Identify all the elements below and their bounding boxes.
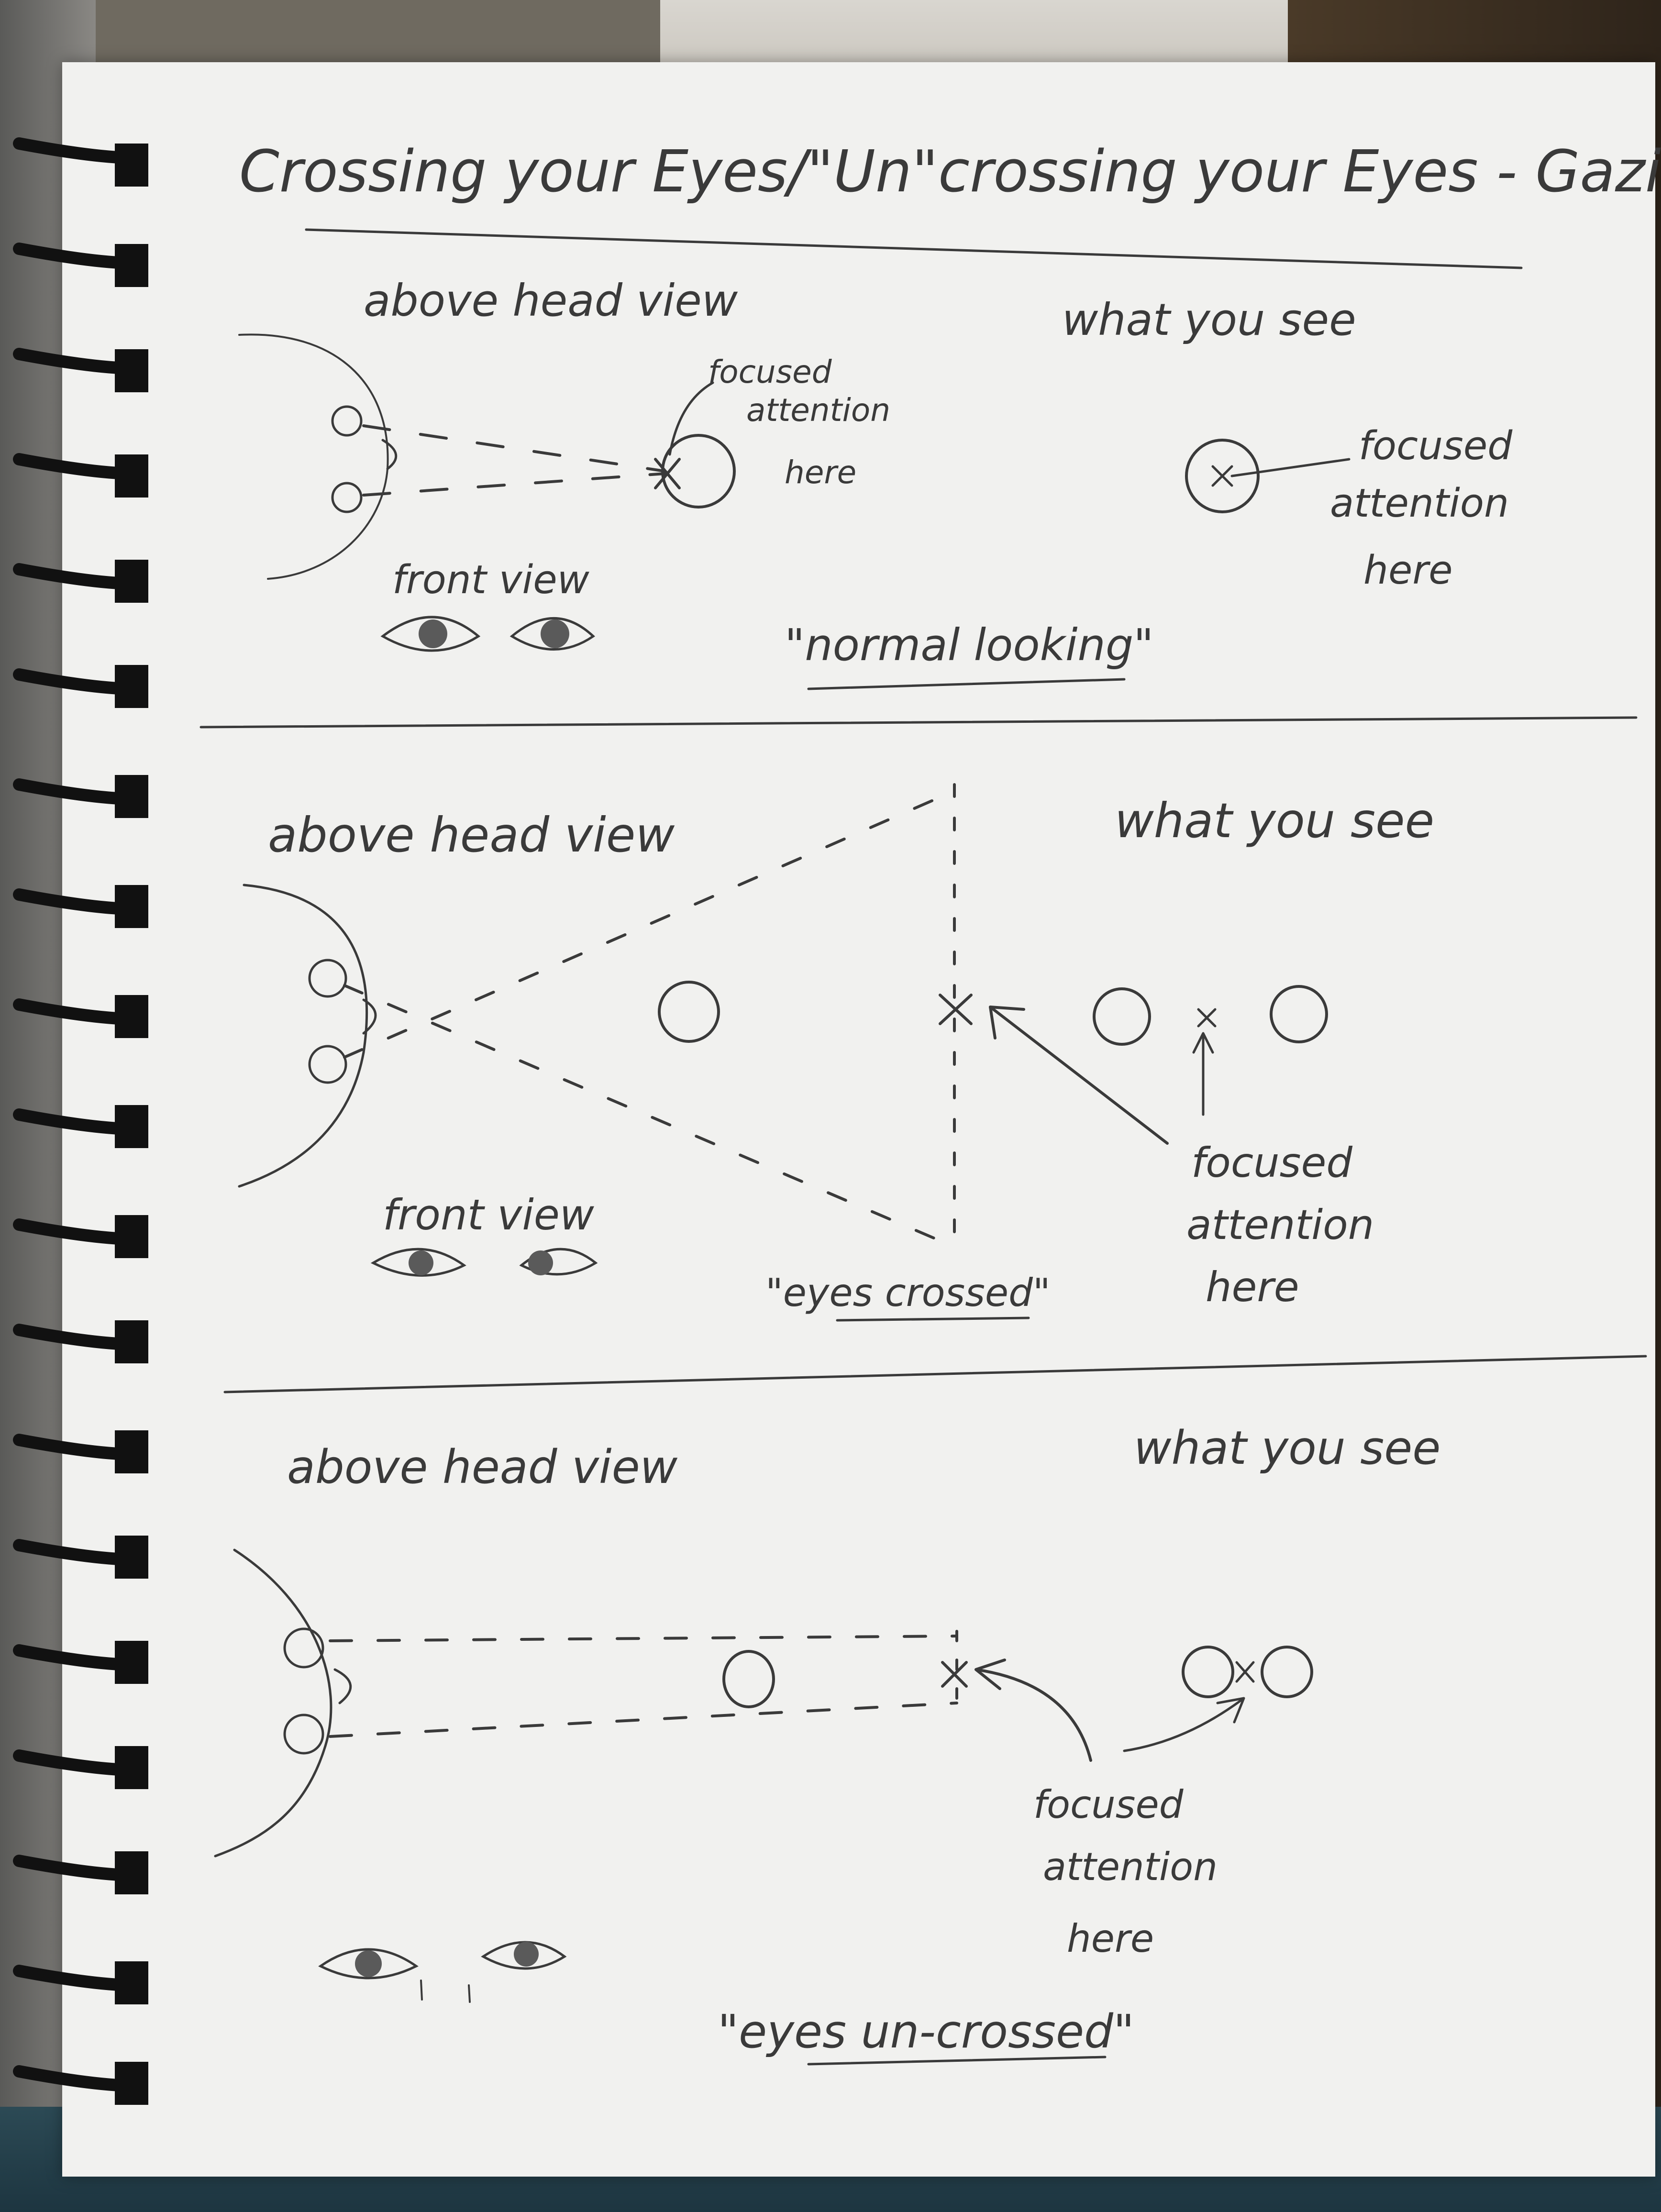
seen-arrow-1 xyxy=(1230,458,1351,477)
front-eye-3a xyxy=(318,1948,419,1980)
nose-1 xyxy=(381,439,398,470)
target-circle-2 xyxy=(658,981,720,1043)
focus-arrow-2 xyxy=(989,1006,1169,1145)
front-eye-1b xyxy=(509,617,595,651)
front-view-label-1: front view xyxy=(392,557,590,603)
caption-underline-2 xyxy=(836,1316,1030,1322)
divider-1 xyxy=(199,716,1638,729)
title-underline xyxy=(305,228,1523,269)
annotation-right-3b: attention xyxy=(1043,1845,1218,1889)
seen-x-2 xyxy=(1197,1008,1217,1028)
seen-arrow-3 xyxy=(1123,1697,1245,1752)
seen-circle-3b xyxy=(1261,1646,1313,1698)
front-view-label-2: front view xyxy=(383,1190,595,1239)
annotation-right-3c: here xyxy=(1067,1916,1154,1961)
what-you-see-label-3: what you see xyxy=(1134,1421,1440,1475)
head-outline-2 xyxy=(238,884,368,1188)
annotation-right-1a: focused xyxy=(1359,423,1513,469)
annotation-right-3a: focused xyxy=(1033,1782,1184,1827)
divider-2 xyxy=(223,1355,1647,1394)
focus-arrow-1 xyxy=(668,381,714,456)
above-head-label-3: above head view xyxy=(287,1440,678,1494)
eye-circle-2a xyxy=(308,959,347,998)
eye-circle-2b xyxy=(308,1045,347,1084)
caption-2: "eyes crossed" xyxy=(765,1271,1051,1315)
notebook-page xyxy=(62,62,1655,2177)
front-eye-1a xyxy=(380,616,481,652)
seen-circle-3a xyxy=(1182,1646,1234,1698)
what-you-see-label-2: what you see xyxy=(1115,793,1434,849)
annotation-right-2b: attention xyxy=(1186,1201,1374,1249)
nose-2 xyxy=(362,998,377,1035)
front-eye-3b xyxy=(481,1941,567,1970)
head-outline-3 xyxy=(214,1548,332,1858)
front-eye-2a xyxy=(370,1248,466,1277)
nose-3 xyxy=(333,1668,352,1704)
caption-3: "eyes un-crossed" xyxy=(718,2005,1134,2058)
what-you-see-label-1: what you see xyxy=(1062,294,1356,345)
spiral-binding xyxy=(13,137,148,2105)
above-head-label-2: above head view xyxy=(268,807,675,863)
caption-1: "normal looking" xyxy=(785,619,1154,671)
sightline-1a xyxy=(362,424,666,473)
caption-underline-3 xyxy=(807,2056,1107,2066)
target-circle-1 xyxy=(661,434,736,509)
caption-underline-1 xyxy=(807,678,1126,690)
annotation-left-1b: attention xyxy=(746,392,890,429)
annotation-left-1c: here xyxy=(785,454,856,491)
seen-circle-1 xyxy=(1185,439,1260,513)
seen-arrow-2 xyxy=(1192,1032,1214,1116)
eye-circle-3a xyxy=(283,1627,324,1669)
annotation-right-2c: here xyxy=(1206,1263,1299,1311)
seen-x-3 xyxy=(1235,1661,1255,1683)
seen-circle-2a xyxy=(1093,987,1151,1046)
head-outline-1 xyxy=(238,333,389,580)
seen-x-1 xyxy=(1211,465,1233,487)
annotation-left-1a: focused xyxy=(708,354,832,390)
focus-x-1 xyxy=(654,458,681,489)
sightline-3b xyxy=(329,1702,958,1738)
sightline-2b xyxy=(343,793,949,1059)
page-title: Crossing your Eyes/"Un"crossing your Eye… xyxy=(239,139,1661,205)
target-circle-3 xyxy=(722,1650,775,1708)
focus-arrow-3 xyxy=(974,1659,1092,1762)
annotation-right-1c: here xyxy=(1363,548,1453,593)
above-head-label-1: above head view xyxy=(364,275,738,326)
sightline-1b xyxy=(362,472,666,497)
focus-x-2 xyxy=(939,994,973,1025)
eye-circle-1a xyxy=(331,405,363,437)
eye-circle-1b xyxy=(331,482,363,513)
sightline-2a xyxy=(343,984,949,1245)
annotation-right-1b: attention xyxy=(1330,481,1509,526)
sightline-3a xyxy=(329,1635,958,1642)
annotation-right-2a: focused xyxy=(1191,1139,1352,1187)
focus-x-3 xyxy=(941,1661,968,1688)
seen-circle-2b xyxy=(1270,985,1328,1043)
eye-circle-3b xyxy=(283,1714,324,1755)
